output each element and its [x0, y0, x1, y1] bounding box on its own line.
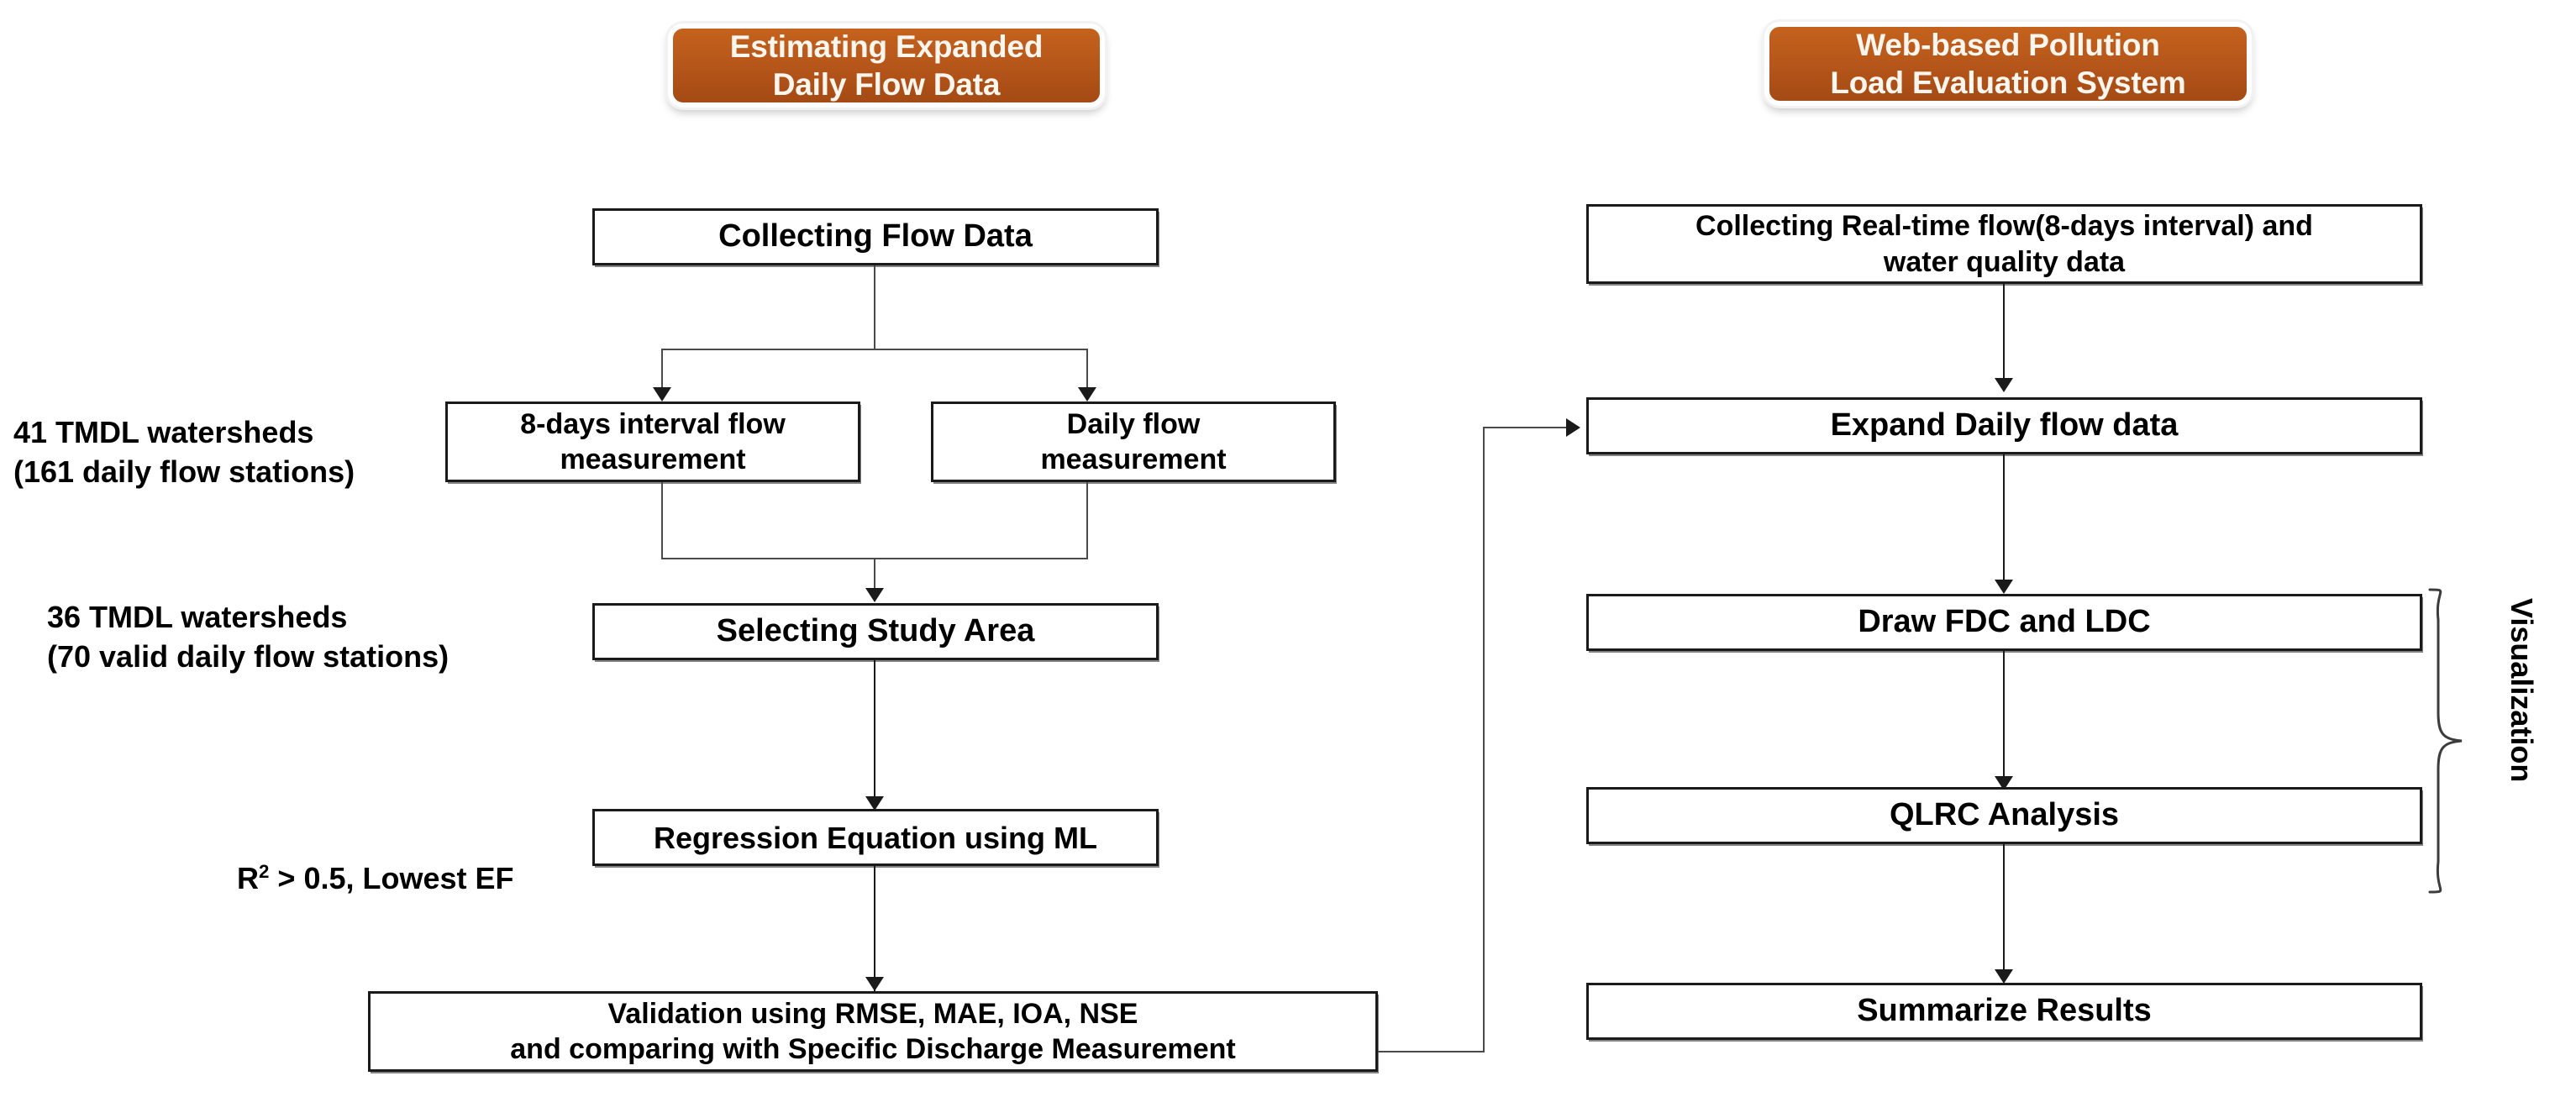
connector-split-stem: [874, 265, 875, 349]
box-collecting-realtime-flow: Collecting Real-time flow(8-days interva…: [1586, 204, 2422, 284]
arrow-to-expand-daily-flow-top: [1995, 378, 2013, 392]
connector-expand-to-fdc: [2003, 454, 2005, 585]
connector-fdc-to-qlrc: [2003, 651, 2005, 781]
box-validation: Validation using RMSE, MAE, IOA, NSE and…: [368, 991, 1378, 1072]
connector-realtime-to-expand: [2003, 284, 2005, 383]
annotation-41-tmdl-watersheds: 41 TMDL watersheds (161 daily flow stati…: [13, 415, 355, 489]
annotation-r2-criteria: R2 > 0.5, Lowest EF: [237, 820, 573, 899]
box-expand-daily-flow-data: Expand Daily flow data: [1586, 397, 2422, 454]
connector-split-bar: [661, 349, 1088, 350]
box-8days-interval-flow-measurement: 8-days interval flow measurement: [445, 402, 860, 482]
arrow-to-daily-flow-box: [1078, 387, 1096, 402]
visualization-label: Visualization: [2505, 598, 2539, 783]
cross-connector-vertical-segment: [1483, 427, 1485, 1052]
arrow-to-validation: [865, 977, 884, 991]
box-draw-fdc-and-ldc: Draw FDC and LDC: [1586, 594, 2422, 651]
header-badge-right: Web-based Pollution Load Evaluation Syst…: [1764, 22, 2252, 106]
connector-study-area-to-regression: [874, 660, 875, 801]
annotation-r2-rest: > 0.5, Lowest EF: [269, 860, 514, 895]
connector-merge-stem-down: [874, 558, 875, 593]
box-regression-equation: Regression Equation using ML: [592, 809, 1159, 866]
annotation-36-tmdl-watersheds: 36 TMDL watersheds (70 valid daily flow …: [47, 600, 449, 674]
connector-merge-right-stem: [1086, 482, 1088, 559]
annotation-r2-base: R: [237, 860, 259, 895]
box-qlrc-analysis: QLRC Analysis: [1586, 787, 2422, 844]
connector-regression-to-validation: [874, 866, 875, 994]
box-selecting-study-area: Selecting Study Area: [592, 603, 1159, 660]
box-collecting-flow-data: Collecting Flow Data: [592, 208, 1159, 265]
cross-connector-top-segment: [1483, 427, 1569, 428]
connector-qlrc-to-summarize: [2003, 844, 2005, 974]
arrow-to-selecting-study-area: [865, 588, 884, 602]
box-daily-flow-measurement: Daily flow measurement: [931, 402, 1336, 482]
header-badge-left: Estimating Expanded Daily Flow Data: [668, 24, 1105, 108]
arrow-to-regression-equation: [865, 796, 884, 811]
arrow-to-summarize-results: [1995, 969, 2013, 984]
annotation-r2-exponent: 2: [259, 860, 270, 882]
arrow-to-expand-daily-flow: [1566, 418, 1580, 437]
visualization-brace: [2428, 588, 2463, 894]
arrow-to-qlrc-analysis: [1995, 776, 2013, 790]
connector-split-left-drop: [661, 349, 663, 391]
arrow-to-draw-fdc-ldc: [1995, 580, 2013, 594]
connector-split-right-drop: [1086, 349, 1088, 391]
connector-merge-left-stem: [661, 482, 663, 559]
arrow-to-8days-box: [653, 387, 671, 402]
box-summarize-results: Summarize Results: [1586, 983, 2422, 1040]
cross-connector-bottom-segment: [1378, 1051, 1485, 1052]
